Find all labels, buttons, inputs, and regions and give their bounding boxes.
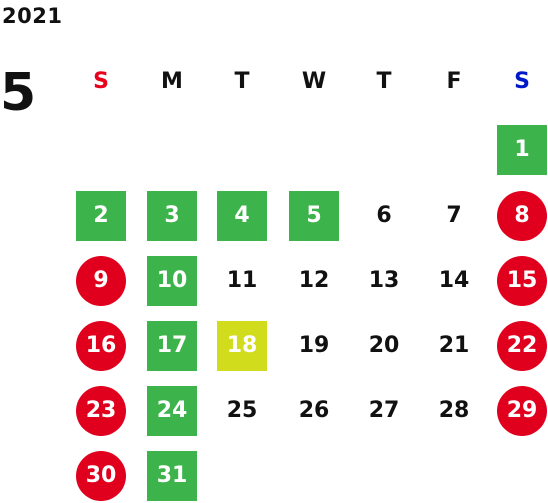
calendar-day-8[interactable]: 8 [497, 191, 547, 241]
calendar-day-16[interactable]: 16 [76, 321, 126, 371]
calendar-day-23[interactable]: 23 [76, 386, 126, 436]
year-label: 2021 [2, 4, 63, 28]
month-number: 5 [0, 63, 37, 123]
calendar-day-29[interactable]: 29 [497, 386, 547, 436]
weekday-header-2: T [234, 69, 250, 94]
weekday-header-3: W [301, 69, 327, 94]
calendar-day-4[interactable]: 4 [217, 191, 267, 241]
calendar-day-18[interactable]: 18 [217, 321, 267, 371]
calendar-day-2[interactable]: 2 [76, 191, 126, 241]
calendar-day-3[interactable]: 3 [147, 191, 197, 241]
weekday-header-5: F [446, 69, 462, 94]
calendar-day-22[interactable]: 22 [497, 321, 547, 371]
calendar-day-1[interactable]: 1 [497, 125, 547, 175]
calendar-day-5[interactable]: 5 [289, 191, 339, 241]
calendar-day-9[interactable]: 9 [76, 256, 126, 306]
calendar-day-12[interactable]: 12 [298, 268, 330, 293]
calendar-day-27[interactable]: 27 [368, 398, 400, 423]
weekday-header-1: M [161, 69, 183, 94]
calendar-day-20[interactable]: 20 [368, 333, 400, 358]
calendar-day-14[interactable]: 14 [438, 268, 470, 293]
calendar-day-30[interactable]: 30 [76, 451, 126, 501]
calendar-day-17[interactable]: 17 [147, 321, 197, 371]
calendar-day-26[interactable]: 26 [298, 398, 330, 423]
calendar-day-11[interactable]: 11 [226, 268, 258, 293]
calendar-day-21[interactable]: 21 [438, 333, 470, 358]
weekday-header-6: S [514, 69, 530, 94]
calendar-day-25[interactable]: 25 [226, 398, 258, 423]
calendar-day-7[interactable]: 7 [446, 203, 462, 228]
calendar-day-15[interactable]: 15 [497, 256, 547, 306]
weekday-header-4: T [376, 69, 392, 94]
weekday-header-0: S [93, 69, 109, 94]
calendar-day-19[interactable]: 19 [298, 333, 330, 358]
calendar-day-10[interactable]: 10 [147, 256, 197, 306]
calendar-day-31[interactable]: 31 [147, 451, 197, 501]
calendar-day-13[interactable]: 13 [368, 268, 400, 293]
calendar-day-24[interactable]: 24 [147, 386, 197, 436]
calendar-day-28[interactable]: 28 [438, 398, 470, 423]
calendar-day-6[interactable]: 6 [376, 203, 392, 228]
